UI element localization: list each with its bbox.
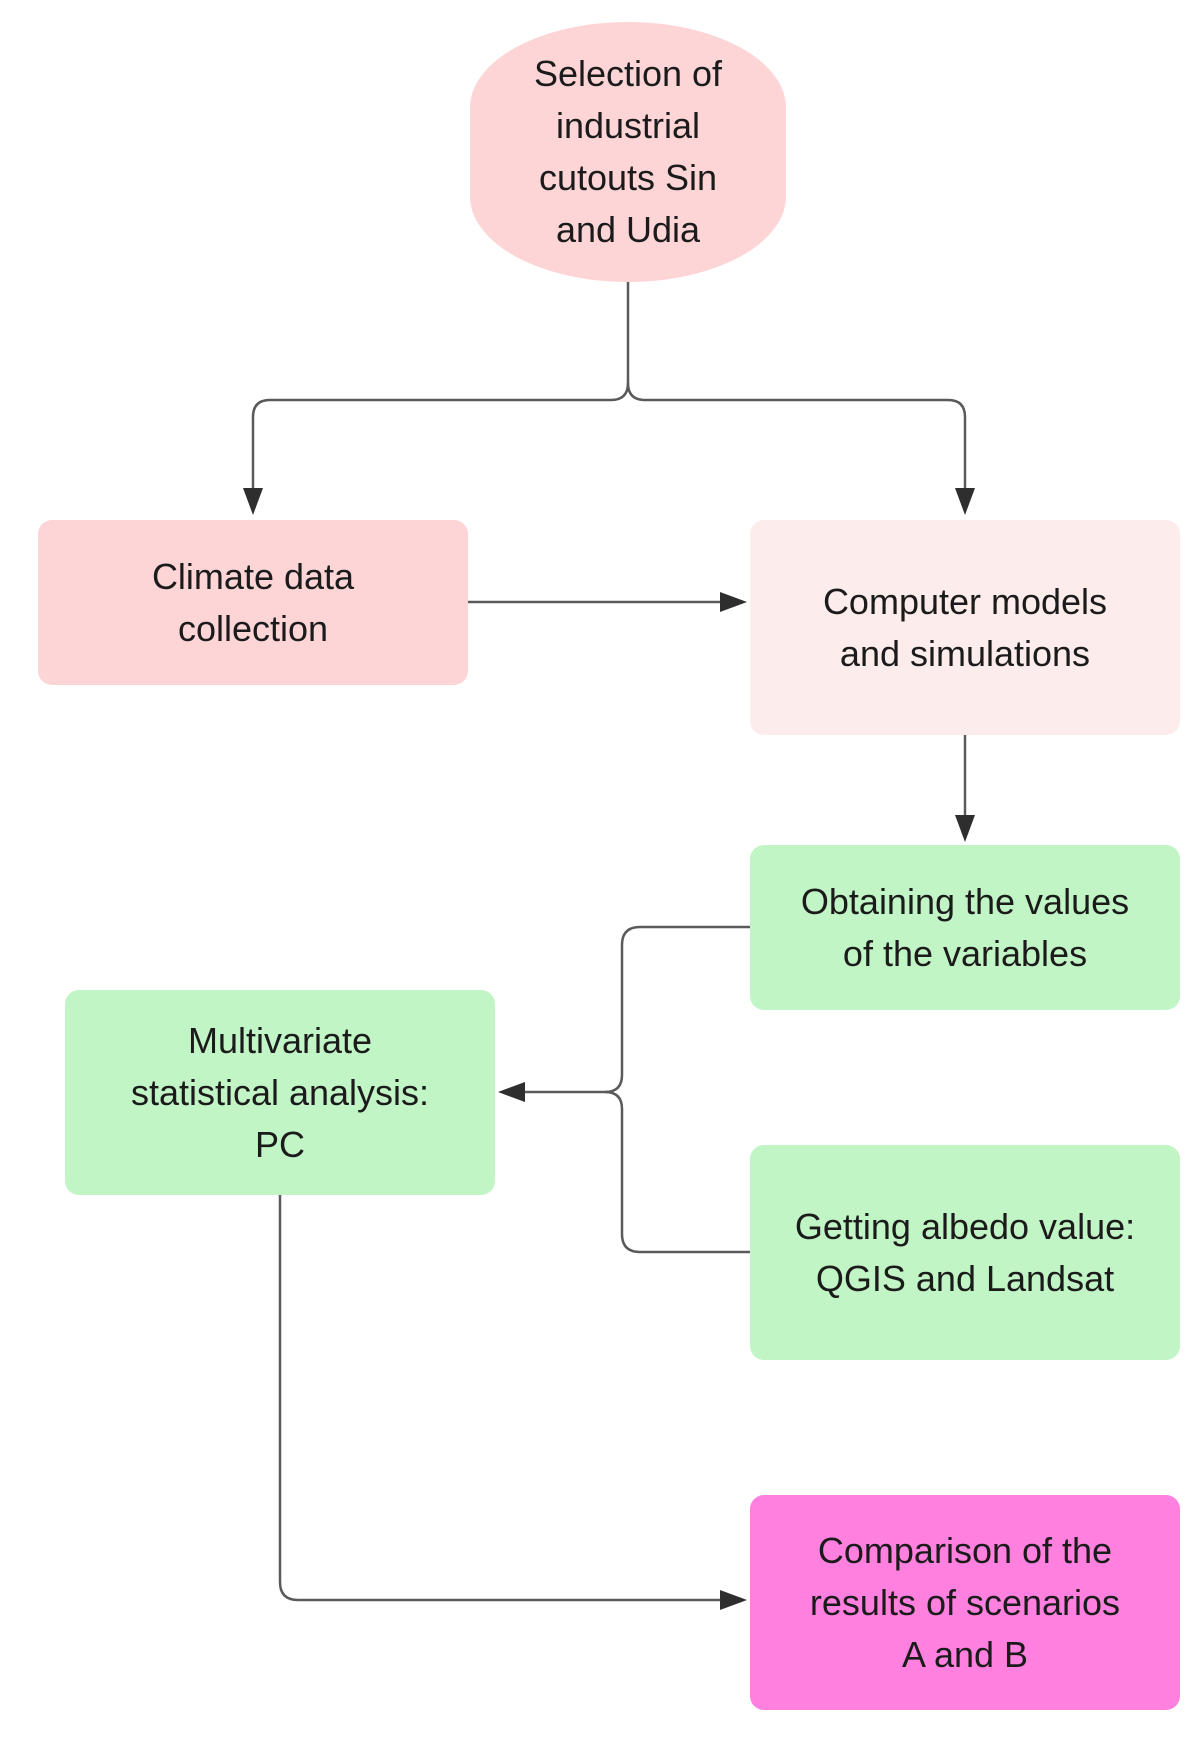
- node-computer-models: Computer models and simulations: [750, 520, 1180, 735]
- node-selection-of-cutouts: Selection of industrial cutouts Sin and …: [470, 22, 786, 282]
- arrowhead-to-models: [955, 488, 975, 515]
- node-multivariate-analysis: Multivariate statistical analysis: PC: [65, 990, 495, 1195]
- arrowhead-to-multivariate: [498, 1082, 525, 1102]
- edge-obtain-to-multivariate: [525, 925, 750, 1094]
- arrowhead-to-comparison: [720, 1590, 747, 1610]
- node-albedo-value: Getting albedo value: QGIS and Landsat: [750, 1145, 1180, 1360]
- node-obtaining-variables: Obtaining the values of the variables: [750, 845, 1180, 1010]
- edge-multivariate-to-comparison: [278, 1195, 722, 1602]
- edge-albedo-to-multivariate: [604, 1090, 750, 1254]
- arrowhead-to-climate: [243, 488, 263, 515]
- arrowhead-models-obtain: [955, 815, 975, 842]
- node-comparison-results: Comparison of the results of scenarios A…: [750, 1495, 1180, 1710]
- edge-start-split: [251, 282, 630, 488]
- arrowhead-climate-models: [720, 592, 747, 612]
- edge-start-to-models: [626, 382, 967, 488]
- node-climate-data-collection: Climate data collection: [38, 520, 468, 685]
